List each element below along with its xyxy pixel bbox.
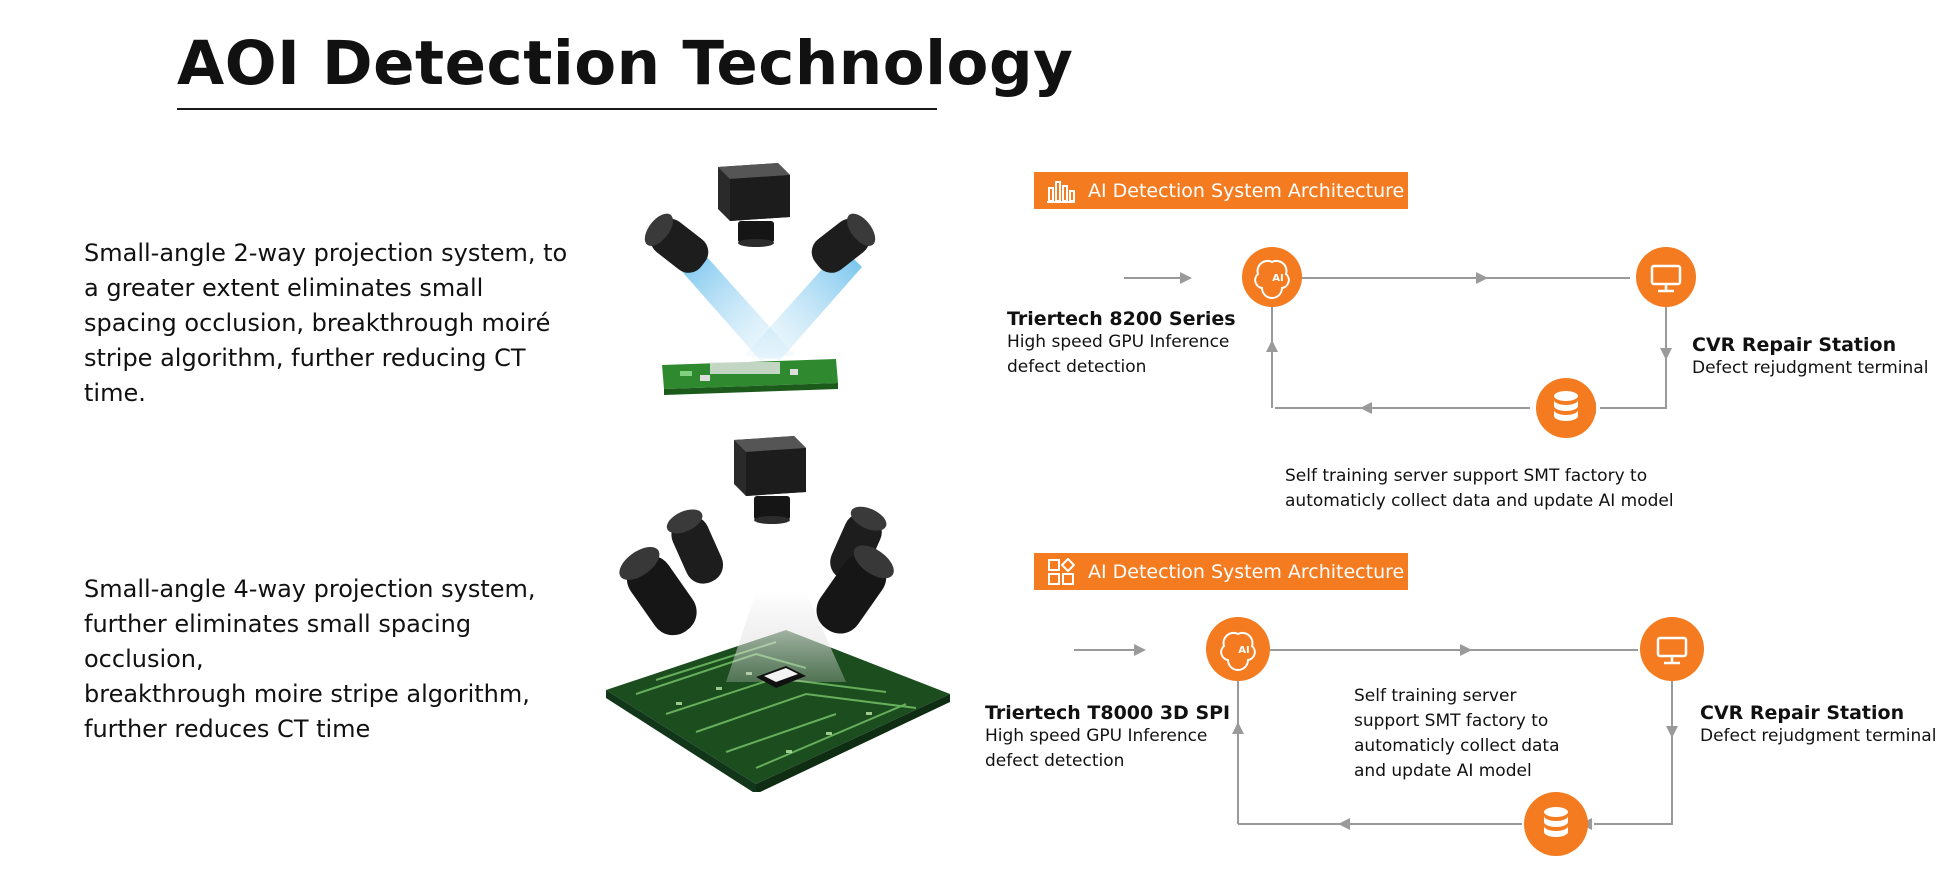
chip-icon bbox=[756, 666, 806, 688]
projector-back-left-icon bbox=[666, 509, 724, 584]
description-line: time. bbox=[84, 379, 146, 407]
repair-node-name: CVR Repair Station bbox=[1692, 334, 1897, 356]
camera-icon bbox=[718, 163, 790, 247]
repair-node-monitor-icon bbox=[1636, 247, 1696, 307]
description-line: spacing occlusion, breakthrough moiré bbox=[84, 309, 551, 337]
description-line: occlusion, bbox=[84, 645, 204, 673]
architecture-header-label: AI Detection System Architecture bbox=[1088, 179, 1405, 202]
architecture-1-header: AI Detection System Architecture bbox=[1034, 172, 1408, 209]
architecture-1-flow: AI bbox=[1124, 247, 1696, 438]
description-line: stripe algorithm, further reducing CT bbox=[84, 344, 526, 372]
projector-front-left-icon bbox=[619, 546, 697, 636]
architecture-1-source-label: Triertech 8200 Series High speed GPU Inf… bbox=[1007, 308, 1236, 380]
architecture-2-flow: AI bbox=[1074, 617, 1704, 856]
source-node-sub-line: defect detection bbox=[1007, 357, 1147, 377]
grid-apps-icon bbox=[1044, 557, 1078, 586]
server-note-line: automaticly collect data and update AI m… bbox=[1285, 491, 1674, 511]
architecture-2-server-note: Self training server support SMT factory… bbox=[1354, 684, 1560, 784]
svg-text:AI: AI bbox=[1272, 273, 1283, 284]
server-node-database-icon bbox=[1524, 792, 1588, 856]
title-underline bbox=[177, 108, 937, 110]
server-note-line: support SMT factory to bbox=[1354, 711, 1549, 731]
server-note-line: Self training server support SMT factory… bbox=[1285, 466, 1648, 486]
pcb-board-icon bbox=[662, 359, 838, 395]
architecture-1-server-note: Self training server support SMT factory… bbox=[1285, 464, 1674, 514]
description-line: Small-angle 2-way projection system, to bbox=[84, 239, 568, 267]
description-line: breakthrough moire stripe algorithm, bbox=[84, 680, 530, 708]
architecture-2-repair-label: CVR Repair Station Defect rejudgment ter… bbox=[1700, 702, 1936, 749]
repair-node-monitor-icon bbox=[1640, 617, 1704, 681]
two-way-projection-illustration bbox=[644, 163, 876, 395]
description-line: a greater extent eliminates small bbox=[84, 274, 484, 302]
system-2-description: Small-angle 4-way projection system, fur… bbox=[84, 572, 574, 747]
projector-front-right-icon bbox=[816, 545, 894, 634]
projector-left-icon bbox=[644, 213, 709, 273]
architecture-header-label: AI Detection System Architecture bbox=[1088, 560, 1405, 583]
source-node-ai-brain-icon: AI bbox=[1206, 617, 1270, 681]
repair-to-server-connector bbox=[1600, 302, 1667, 409]
server-note-line: automaticly collect data bbox=[1354, 736, 1560, 756]
source-node-sub-line: High speed GPU Inference bbox=[1007, 332, 1230, 352]
repair-node-sub: Defect rejudgment terminal bbox=[1692, 358, 1929, 378]
repair-node-name: CVR Repair Station bbox=[1700, 702, 1905, 724]
svg-text:AI: AI bbox=[1238, 645, 1249, 656]
server-note-line: Self training server bbox=[1354, 686, 1517, 706]
architecture-1-repair-label: CVR Repair Station Defect rejudgment ter… bbox=[1692, 334, 1928, 381]
bar-chart-icon bbox=[1044, 178, 1078, 204]
page-title: AOI Detection Technology bbox=[177, 28, 1074, 99]
repair-to-server-connector bbox=[1594, 676, 1673, 825]
source-node-sub-line: High speed GPU Inference bbox=[985, 726, 1208, 746]
four-way-projection-illustration bbox=[606, 436, 950, 792]
camera-icon bbox=[734, 436, 806, 524]
source-node-name: Triertech 8200 Series bbox=[1007, 308, 1236, 330]
source-node-ai-brain-icon: AI bbox=[1242, 247, 1302, 307]
source-node-name: Triertech T8000 3D SPI bbox=[985, 702, 1231, 724]
server-node-database-icon bbox=[1536, 378, 1596, 438]
server-note-line: and update AI model bbox=[1354, 761, 1532, 781]
architecture-2-header: AI Detection System Architecture bbox=[1034, 553, 1408, 590]
repair-node-sub: Defect rejudgment terminal bbox=[1700, 726, 1937, 746]
description-line: further reduces CT time bbox=[84, 715, 371, 743]
source-node-sub-line: defect detection bbox=[985, 751, 1125, 771]
system-1-description: Small-angle 2-way projection system, to … bbox=[84, 236, 584, 411]
architecture-2-source-label: Triertech T8000 3D SPI High speed GPU In… bbox=[985, 702, 1230, 774]
description-line: Small-angle 4-way projection system, bbox=[84, 575, 536, 603]
projector-right-icon bbox=[811, 213, 876, 273]
description-line: further eliminates small spacing bbox=[84, 610, 472, 638]
